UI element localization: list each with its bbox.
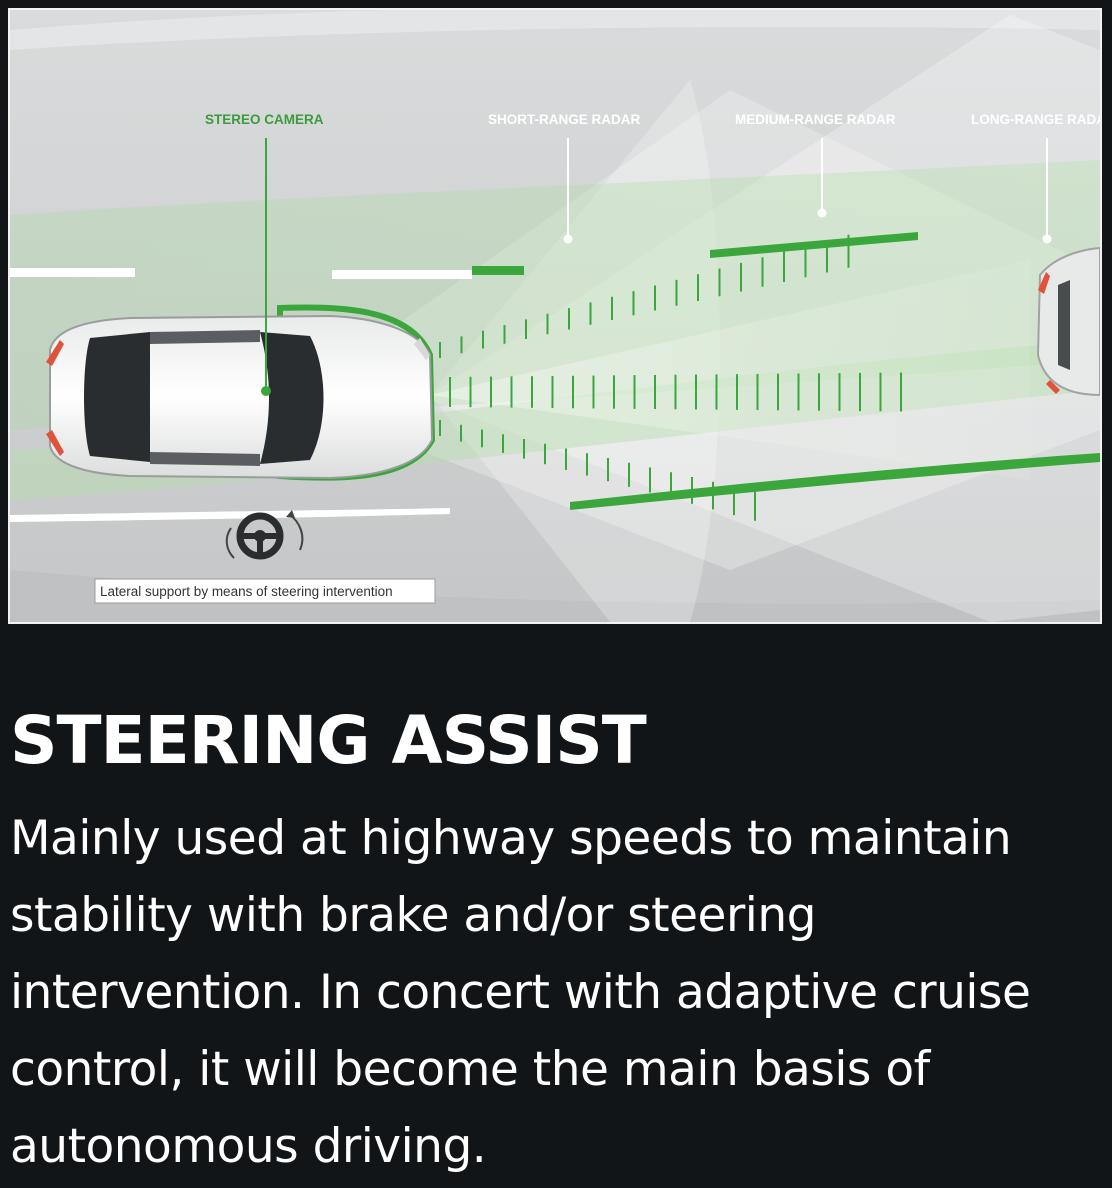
medium-range-radar-label: MEDIUM-RANGE RADAR [735, 112, 896, 127]
adas-illustration: STEREO CAMERA SHORT-RANGE RADAR MEDIUM-R… [8, 8, 1102, 624]
ego-car [46, 304, 436, 481]
stereo-camera-label: STEREO CAMERA [205, 112, 324, 127]
lead-vehicle [1036, 246, 1100, 397]
caption-text: Lateral support by means of steering int… [100, 584, 393, 599]
description-text: Mainly used at highway speeds to maintai… [10, 811, 1031, 1174]
caption-box: Lateral support by means of steering int… [94, 578, 436, 604]
short-range-radar-label: SHORT-RANGE RADAR [488, 112, 641, 127]
page-title: STEERING ASSIST [10, 702, 647, 779]
long-range-radar-label: LONG-RANGE RADAR [971, 112, 1100, 127]
steering-wheel-icon [225, 510, 304, 560]
